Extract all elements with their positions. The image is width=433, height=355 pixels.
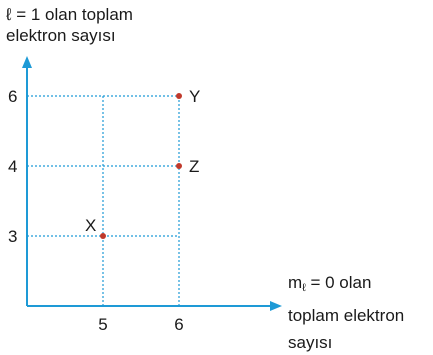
data-point-z [176, 163, 182, 169]
data-point-label-y: Y [189, 87, 200, 106]
y-tick-label-4: 4 [8, 157, 17, 176]
y-axis-arrow [22, 56, 32, 68]
data-point-label-x: X [85, 216, 96, 235]
grid-lines [27, 95, 180, 306]
y-tick-label-3: 3 [8, 227, 17, 246]
x-tick-label-5: 5 [98, 315, 107, 334]
x-axis-label-line2: toplam elektron [288, 306, 405, 325]
x-axis-arrow [270, 301, 282, 311]
x-axis-label-rest: = 0 olan [305, 273, 372, 292]
y-axis-label-line1: ℓ = 1 olan toplam [6, 5, 133, 24]
axes [22, 56, 282, 311]
x-axis-label-line3: sayısı [288, 333, 333, 352]
y-tick-label-6: 6 [8, 87, 17, 106]
data-point-y [176, 93, 182, 99]
x-axis-label-m: m [288, 273, 303, 292]
tick-labels: 3 4 6 5 6 [8, 87, 184, 334]
data-points: X Z Y [85, 87, 200, 239]
y-axis-label: ℓ = 1 olan toplam elektron sayısı [6, 4, 133, 46]
x-tick-label-6: 6 [174, 315, 183, 334]
x-axis-label-subscript: ℓ [302, 282, 306, 294]
data-point-x [100, 233, 106, 239]
y-axis-label-line2: elektron sayısı [6, 26, 116, 45]
data-point-label-z: Z [189, 157, 199, 176]
x-axis-label-line1: mℓ = 0 olan [288, 272, 404, 299]
x-axis-label: mℓ = 0 olan toplam elektron sayısı [288, 272, 404, 353]
